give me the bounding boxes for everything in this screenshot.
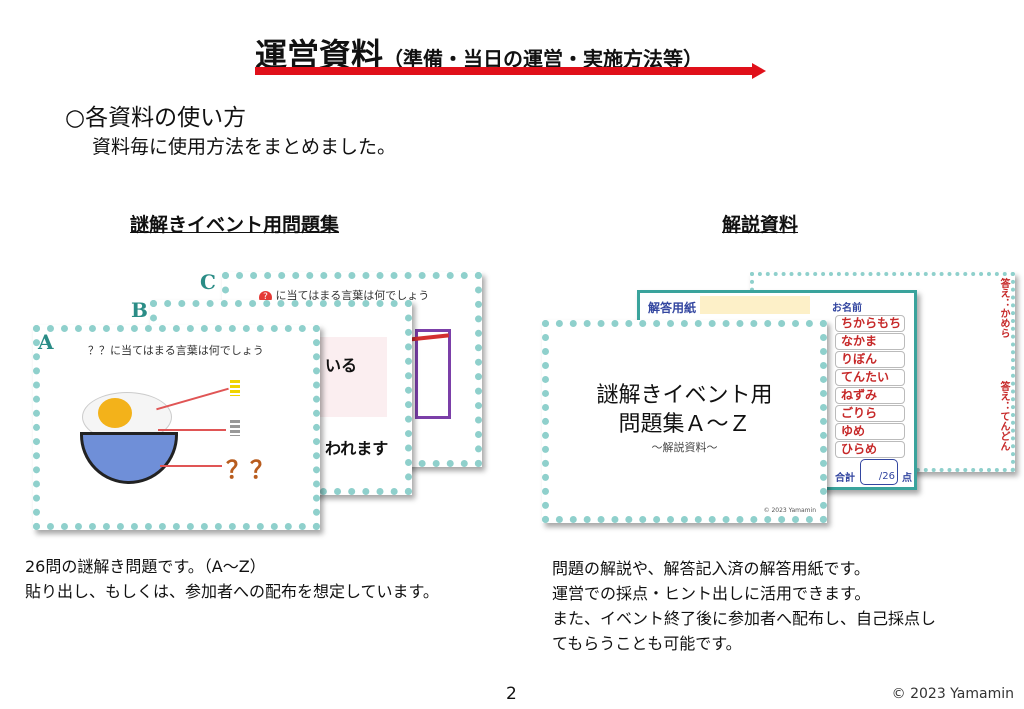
answer-1: 答え：かめら (998, 278, 1009, 338)
answer-item: ごりら (835, 405, 905, 422)
footer-copyright: © 2023 Yamamin (891, 686, 1014, 702)
section-heading: ○各資料の使い方 (65, 105, 247, 131)
slide-a-thumbnail: ？？に当てはまる言葉は何でしょう ？？ (33, 325, 320, 530)
white-symbol-icon (230, 420, 240, 436)
egg-yolk-shape (98, 398, 132, 428)
answer-item: なかま (835, 333, 905, 350)
cover-copyright: © 2023 Yamamin (763, 507, 816, 514)
slide-b-line1: いる (325, 356, 358, 375)
unit-label: 点 (902, 473, 912, 484)
answer-sheet-title: 解答用紙 (648, 301, 697, 315)
left-column-heading: 謎解きイベント用問題集 (130, 214, 340, 236)
slide-a-letter: A (38, 330, 54, 354)
name-label: お名前 (832, 303, 862, 314)
rice-bowl-shape (80, 432, 178, 484)
right-desc-line: 問題の解説や、解答記入済の解答用紙です。 (552, 559, 870, 578)
answer-item: ゆめ (835, 423, 905, 440)
right-description: 問題の解説や、解答記入済の解答用紙です。 運営での採点・ヒント出しに活用できます… (552, 556, 936, 656)
slide-b-letter: B (131, 298, 148, 322)
answer-item: ひらめ (835, 441, 905, 458)
slide-c-question: に当てはまる言葉は何でしょう (275, 289, 430, 302)
answer-2: 答え：てんどん (998, 381, 1009, 451)
left-desc-line: 26問の謎解き問題です。（A～Z） (25, 557, 266, 576)
answer-item: ちからもち (835, 315, 905, 332)
answer-item: てんたい (835, 369, 905, 386)
arrow-white (158, 429, 226, 431)
right-desc-line: 運営での採点・ヒント出しに活用できます。 (552, 584, 871, 603)
puzzle-box-shape (415, 329, 451, 419)
total-label: 合計 (835, 473, 855, 484)
yellow-symbol-icon (230, 380, 240, 396)
slide-a-marks: ？？ (226, 456, 274, 484)
cover-slide-thumbnail: 謎解きイベント用 問題集Ａ～Ｚ ～解説資料～ © 2023 Yamamin (542, 320, 827, 523)
answer-item: ねずみ (835, 387, 905, 404)
total-score-box: /26 (860, 459, 898, 485)
right-column-heading: 解説資料 (722, 214, 799, 236)
instruction-note (700, 296, 810, 314)
answer-list: ちからもち なかま りぼん てんたい ねずみ ごりら ゆめ ひらめ (835, 315, 910, 465)
cover-title-2: 問題集Ａ～Ｚ (618, 412, 751, 437)
arrow-bowl (160, 465, 222, 467)
left-desc-line: 貼り出し、もしくは、参加者への配布を想定しています。 (25, 582, 439, 601)
left-description: 26問の謎解き問題です。（A～Z） 貼り出し、もしくは、参加者への配布を想定して… (25, 554, 439, 604)
cover-subtitle: ～解説資料～ (651, 441, 718, 454)
slide-c-letter: C (200, 270, 216, 294)
page-number: 2 (506, 684, 517, 704)
cover-title-1: 謎解きイベント用 (596, 383, 773, 408)
slide-a-question: ？？に当てはまる言葉は何でしょう (88, 344, 264, 357)
cherry-blossom-image (317, 337, 387, 417)
right-desc-line: てもらうことも可能です。 (552, 634, 742, 653)
arrow-yolk (156, 387, 229, 411)
slide-b-line2: われます (325, 439, 389, 458)
answer-item: りぼん (835, 351, 905, 368)
section-subtext: 資料毎に使用方法をまとめました。 (92, 136, 397, 158)
right-desc-line: また、イベント終了後に参加者へ配布し、自己採点し (552, 609, 937, 628)
arrow-head-icon (752, 63, 766, 79)
title-underline-arrow (255, 67, 755, 75)
